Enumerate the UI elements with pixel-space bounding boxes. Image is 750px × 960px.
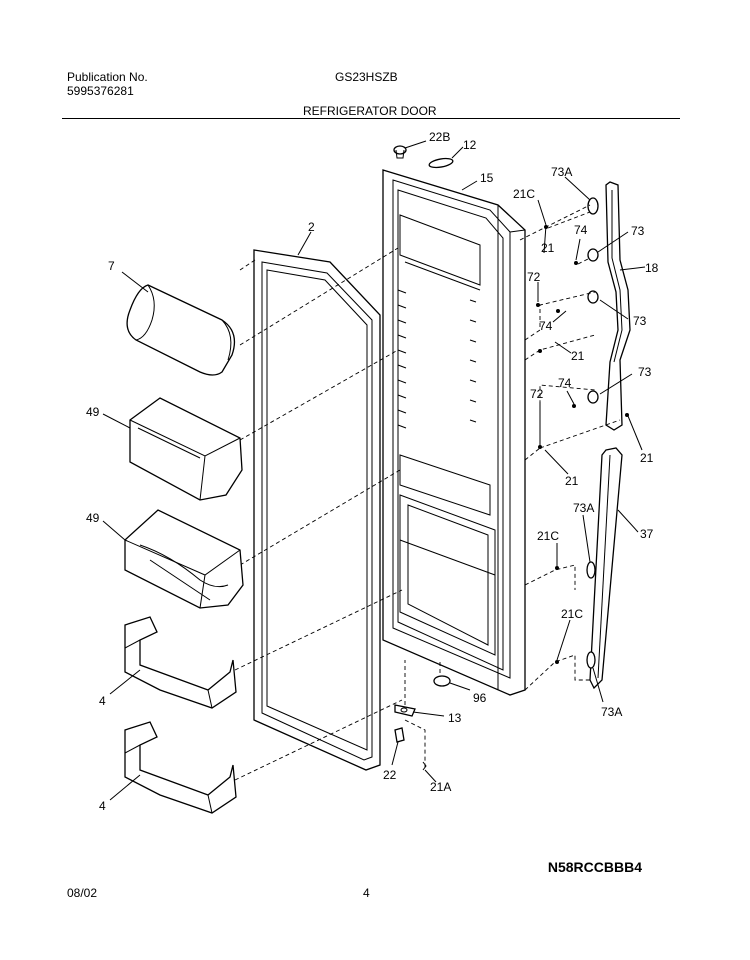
callout-21c-mid: 21C (537, 529, 559, 543)
callout-21a: 21A (430, 780, 451, 794)
callout-21-3: 21 (565, 474, 579, 488)
callout-12: 12 (463, 138, 477, 152)
callout-73-2: 73 (633, 314, 647, 328)
page-number: 4 (363, 886, 370, 900)
callout-15: 15 (480, 171, 494, 185)
callout-73a-bot: 73A (601, 705, 622, 719)
callout-22: 22 (383, 768, 397, 782)
callout-72-a: 72 (527, 270, 541, 284)
header-rule (62, 118, 680, 119)
callout-4-lower: 4 (99, 799, 106, 813)
callout-73-1: 73 (631, 224, 645, 238)
hinge-parts (394, 675, 451, 771)
callout-74-a: 74 (574, 223, 588, 237)
callouts: 22B 12 15 2 7 49 49 4 4 73A 21C 74 73 18… (86, 130, 659, 813)
model-number: GS23HSZB (335, 70, 398, 84)
callout-96: 96 (473, 691, 487, 705)
callout-4-upper: 4 (99, 694, 106, 708)
alignment-lines (234, 247, 441, 781)
callout-21c-top: 21C (513, 187, 535, 201)
callout-73-3: 73 (638, 365, 652, 379)
callout-21c-bot: 21C (561, 607, 583, 621)
callout-37: 37 (640, 527, 654, 541)
publication-number: 5995376281 (67, 84, 134, 98)
callout-49-upper: 49 (86, 405, 100, 419)
brackets (586, 197, 599, 669)
callout-49-lower: 49 (86, 511, 100, 525)
footer-date: 08/02 (67, 886, 98, 900)
bin-7 (126, 284, 236, 376)
section-title: REFRIGERATOR DOOR (303, 104, 437, 118)
bin-4-upper (124, 616, 237, 709)
shelf-ridges (397, 289, 477, 429)
cap-parts (393, 145, 454, 169)
callout-13: 13 (448, 711, 462, 725)
callout-21-1: 21 (541, 241, 555, 255)
callout-73a-top: 73A (551, 165, 572, 179)
bin-4-lower (124, 721, 237, 814)
bin-49-upper (129, 397, 243, 501)
drawing-code: N58RCCBBB4 (547, 859, 642, 875)
callout-21-2: 21 (571, 349, 585, 363)
callout-18: 18 (645, 261, 659, 275)
callout-74-c: 74 (558, 376, 572, 390)
callout-21-4: 21 (640, 451, 654, 465)
callout-74-b: 74 (539, 319, 553, 333)
door-gasket (253, 249, 381, 771)
door-assembly (382, 169, 526, 696)
callout-73a-mid: 73A (573, 501, 594, 515)
callout-7: 7 (108, 259, 115, 273)
bin-49-lower (124, 509, 244, 609)
callout-72-b: 72 (530, 387, 544, 401)
publication-label: Publication No. (67, 70, 148, 84)
leader-lines (102, 140, 646, 801)
callout-22b: 22B (429, 130, 450, 144)
callout-2: 2 (308, 220, 315, 234)
